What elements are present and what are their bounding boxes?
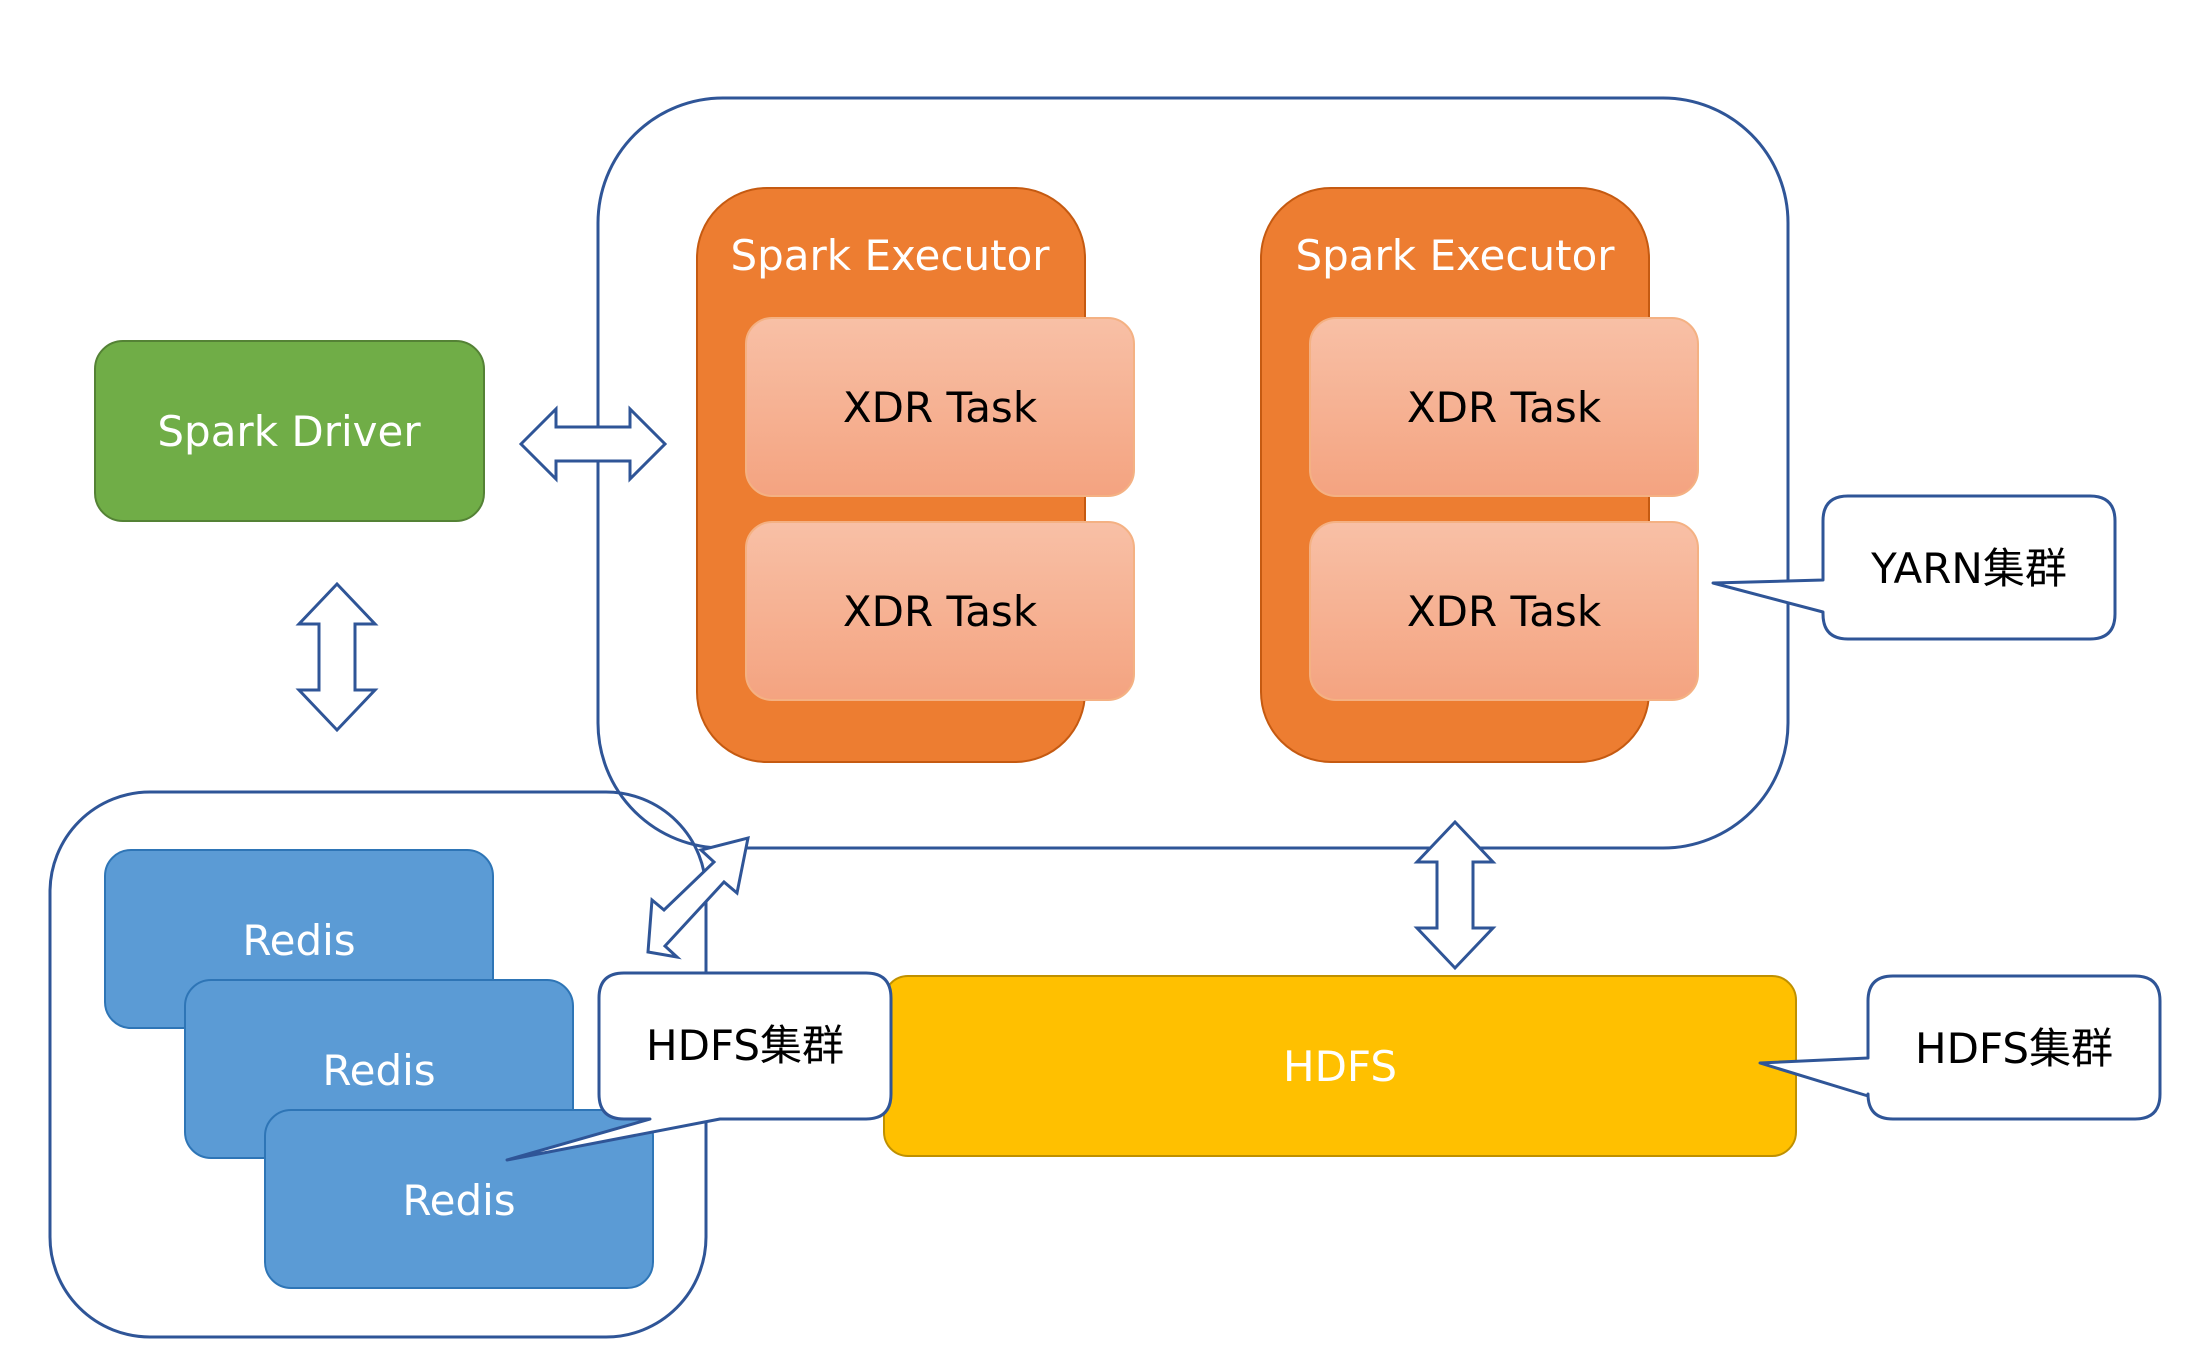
executor-1-task-1-label: XDR Task (843, 383, 1038, 432)
spark-executor-1: Spark Executor XDR Task XDR Task (696, 187, 1135, 763)
redis-node-3-label: Redis (402, 1176, 515, 1225)
driver-yarn-double-arrow (518, 405, 668, 483)
redis-node-2-label: Redis (322, 1046, 435, 1095)
executor-1-task-2-label: XDR Task (843, 587, 1038, 636)
hdfs-cluster-callout-left-label: HDFS集群 (646, 1021, 844, 1070)
yarn-redis-diagonal-arrow (646, 835, 750, 960)
yarn-cluster-callout-label: YARN集群 (1870, 544, 2067, 593)
spark-driver-label: Spark Driver (157, 407, 421, 456)
driver-redis-double-arrow (295, 581, 379, 733)
redis-node-1-label: Redis (242, 916, 355, 965)
executor-1-title: Spark Executor (730, 231, 1050, 280)
executor-2-title: Spark Executor (1295, 231, 1615, 280)
executor-2-task-1 (1309, 317, 1699, 497)
spark-executor-2: Spark Executor XDR Task XDR Task (1260, 187, 1699, 763)
yarn-cluster-container (596, 96, 1790, 850)
executor-2-task-2 (1309, 521, 1699, 701)
redis-node-3: Redis (264, 1109, 654, 1289)
executor-1-task-2 (745, 521, 1135, 701)
hdfs-cluster-callout-right-label: HDFS集群 (1915, 1024, 2113, 1073)
yarn-cluster-callout (1711, 494, 2117, 641)
hdfs-storage: HDFS (883, 975, 1797, 1157)
executor-1-task-1 (745, 317, 1135, 497)
spark-driver: Spark Driver (94, 340, 485, 522)
hdfs-cluster-callout-left (505, 971, 893, 1162)
yarn-hdfs-double-arrow (1413, 819, 1497, 971)
executor-2-task-1-label: XDR Task (1407, 383, 1602, 432)
hdfs-cluster-callout-right (1758, 974, 2162, 1121)
hdfs-label: HDFS (1283, 1042, 1397, 1091)
executor-2-task-2-label: XDR Task (1407, 587, 1602, 636)
